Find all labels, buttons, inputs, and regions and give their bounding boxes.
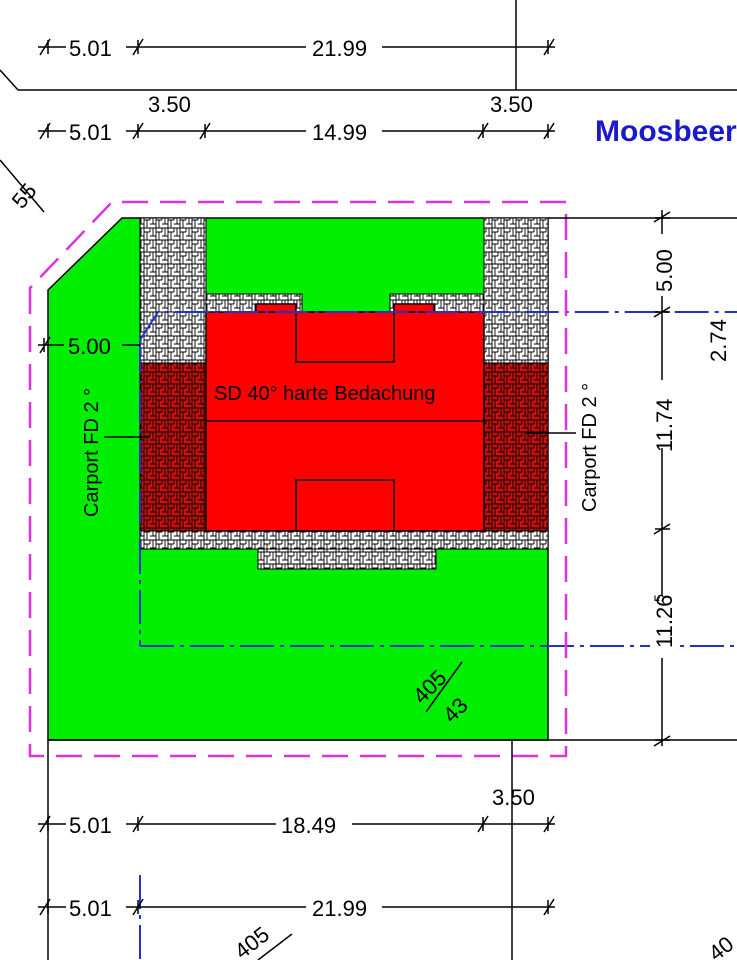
dim-top1-main: 21.99 — [312, 36, 367, 61]
parcel-number-bottom-partial: 405 — [230, 922, 274, 960]
street-name: Moosbeer — [595, 115, 737, 148]
dim-right-middle: 11.74 — [652, 399, 677, 452]
dim-left-setback: 5.00 — [68, 334, 111, 359]
dim-bottom1-offset: 3.50 — [492, 785, 535, 810]
dim-right-far: 2.74 — [706, 319, 731, 362]
parcel-boundary — [28, 200, 568, 758]
dim-right-lower-sup: 5 — [651, 594, 667, 602]
dim-diag-top-left: 55 — [7, 178, 42, 213]
dim-top2-main: 14.99 — [312, 120, 367, 145]
carport-left-label: Carport FD 2 ° — [81, 388, 103, 517]
dim-top1-left: 5.01 — [69, 36, 112, 61]
parcel-number-bottom-right-partial: 40 — [704, 931, 737, 960]
dim-bottom1-left: 5.01 — [69, 813, 112, 838]
dim-right-upper: 5.00 — [652, 249, 677, 292]
dim-top2-offset-right: 3.50 — [490, 92, 533, 117]
roof-label: SD 40° harte Bedachung — [214, 383, 435, 405]
paving — [139, 217, 549, 570]
dim-bottom2-left: 5.01 — [69, 896, 112, 921]
carport-right-label: Carport FD 2 ° — [579, 383, 601, 512]
lower-parcel-lines — [47, 217, 737, 960]
dim-top2-offset-left: 3.50 — [148, 92, 191, 117]
dim-top2-left: 5.01 — [69, 120, 112, 145]
dim-right-lower: 11.26 — [652, 595, 677, 648]
dim-bottom2-main: 21.99 — [312, 896, 367, 921]
top-parcel-lines — [0, 0, 737, 213]
main-building — [205, 303, 485, 532]
dim-bottom1-main: 18.49 — [281, 813, 336, 838]
building-line — [139, 311, 737, 960]
